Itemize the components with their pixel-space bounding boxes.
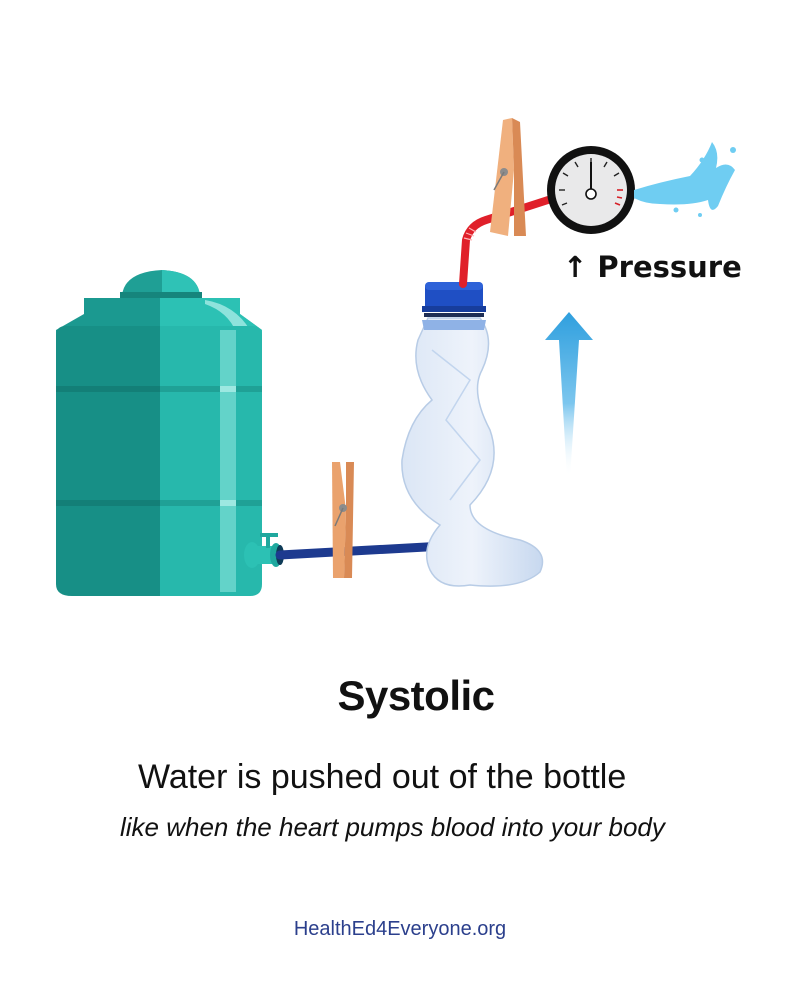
caption-text: like when the heart pumps blood into you…	[120, 812, 665, 842]
blue-hose	[275, 541, 449, 560]
subtitle-text: Water is pushed out of the bottle	[138, 758, 627, 796]
upward-arrow-icon	[545, 312, 593, 478]
website-link[interactable]: HealthEd4Everyone.org	[293, 918, 507, 940]
systolic-illustration	[56, 118, 736, 596]
bottle-cap	[422, 282, 486, 317]
tap-valve	[244, 533, 284, 568]
plastic-bottle	[401, 317, 544, 587]
water-tank	[56, 270, 262, 596]
pressure-label: ↑ Pressure	[563, 250, 742, 284]
red-straw	[459, 196, 552, 288]
clothespin-upper	[490, 118, 526, 236]
title-systolic: Systolic	[337, 672, 495, 719]
clothespin-lower	[332, 462, 354, 578]
water-spray	[634, 142, 736, 217]
straw-bend-ridges	[463, 227, 477, 241]
pressure-gauge	[547, 146, 635, 234]
